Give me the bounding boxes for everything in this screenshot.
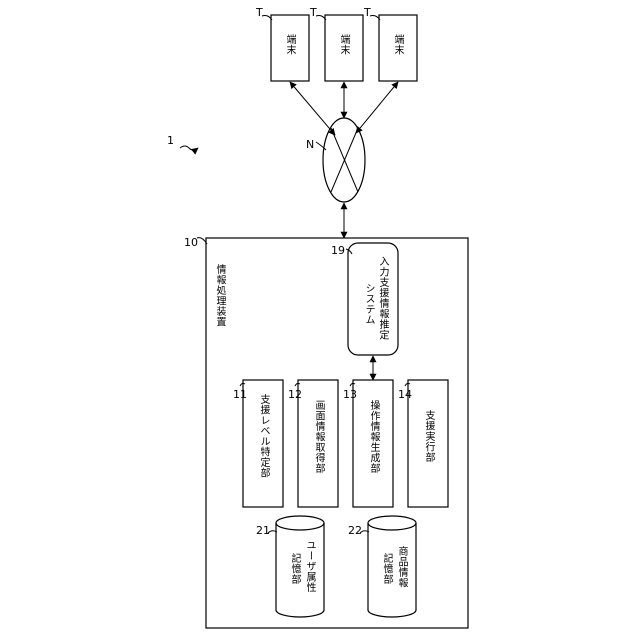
terminal-label-2: 端末 bbox=[337, 34, 350, 55]
storage-label-21-line2: 記憶部 bbox=[288, 553, 301, 585]
storage-label-21-line1: ユーザ属性 bbox=[303, 540, 316, 593]
system-leader bbox=[180, 146, 198, 150]
link-terminal-1 bbox=[290, 82, 335, 135]
storage-label-22-line1: 商品情報 bbox=[395, 546, 408, 588]
device-ref-label: 10 bbox=[184, 236, 198, 249]
storage-ref-21: 21 bbox=[256, 524, 270, 537]
terminal-ref-2: T bbox=[310, 6, 317, 19]
estimator-label-line1: 入力支援情報推定 bbox=[376, 256, 389, 340]
storage-label-22-line2: 記憶部 bbox=[380, 553, 393, 585]
terminal-label-3: 端末 bbox=[391, 34, 404, 55]
estimator-label-line2: システム bbox=[362, 283, 375, 325]
module-ref-11: 11 bbox=[233, 388, 247, 401]
terminal-label-1: 端末 bbox=[283, 34, 296, 55]
terminal-ref-1: T bbox=[256, 6, 263, 19]
link-terminal-3 bbox=[356, 82, 398, 133]
module-ref-14: 14 bbox=[398, 388, 412, 401]
device-title: 情報処理装置 bbox=[213, 264, 226, 327]
module-ref-13: 13 bbox=[343, 388, 357, 401]
estimator-ref-label: 19 bbox=[331, 244, 345, 257]
terminal-ref-3: T bbox=[364, 6, 371, 19]
module-label-12: 画面情報取得部 bbox=[312, 400, 325, 474]
network-ref-label: N bbox=[306, 138, 314, 151]
module-label-14: 支援実行部 bbox=[422, 410, 435, 463]
module-ref-12: 12 bbox=[288, 388, 302, 401]
system-ref-label: 1 bbox=[167, 134, 174, 147]
storage-ref-22: 22 bbox=[348, 524, 362, 537]
module-label-13: 操作情報生成部 bbox=[367, 400, 380, 474]
module-label-11: 支援レベル特定部 bbox=[257, 394, 270, 478]
